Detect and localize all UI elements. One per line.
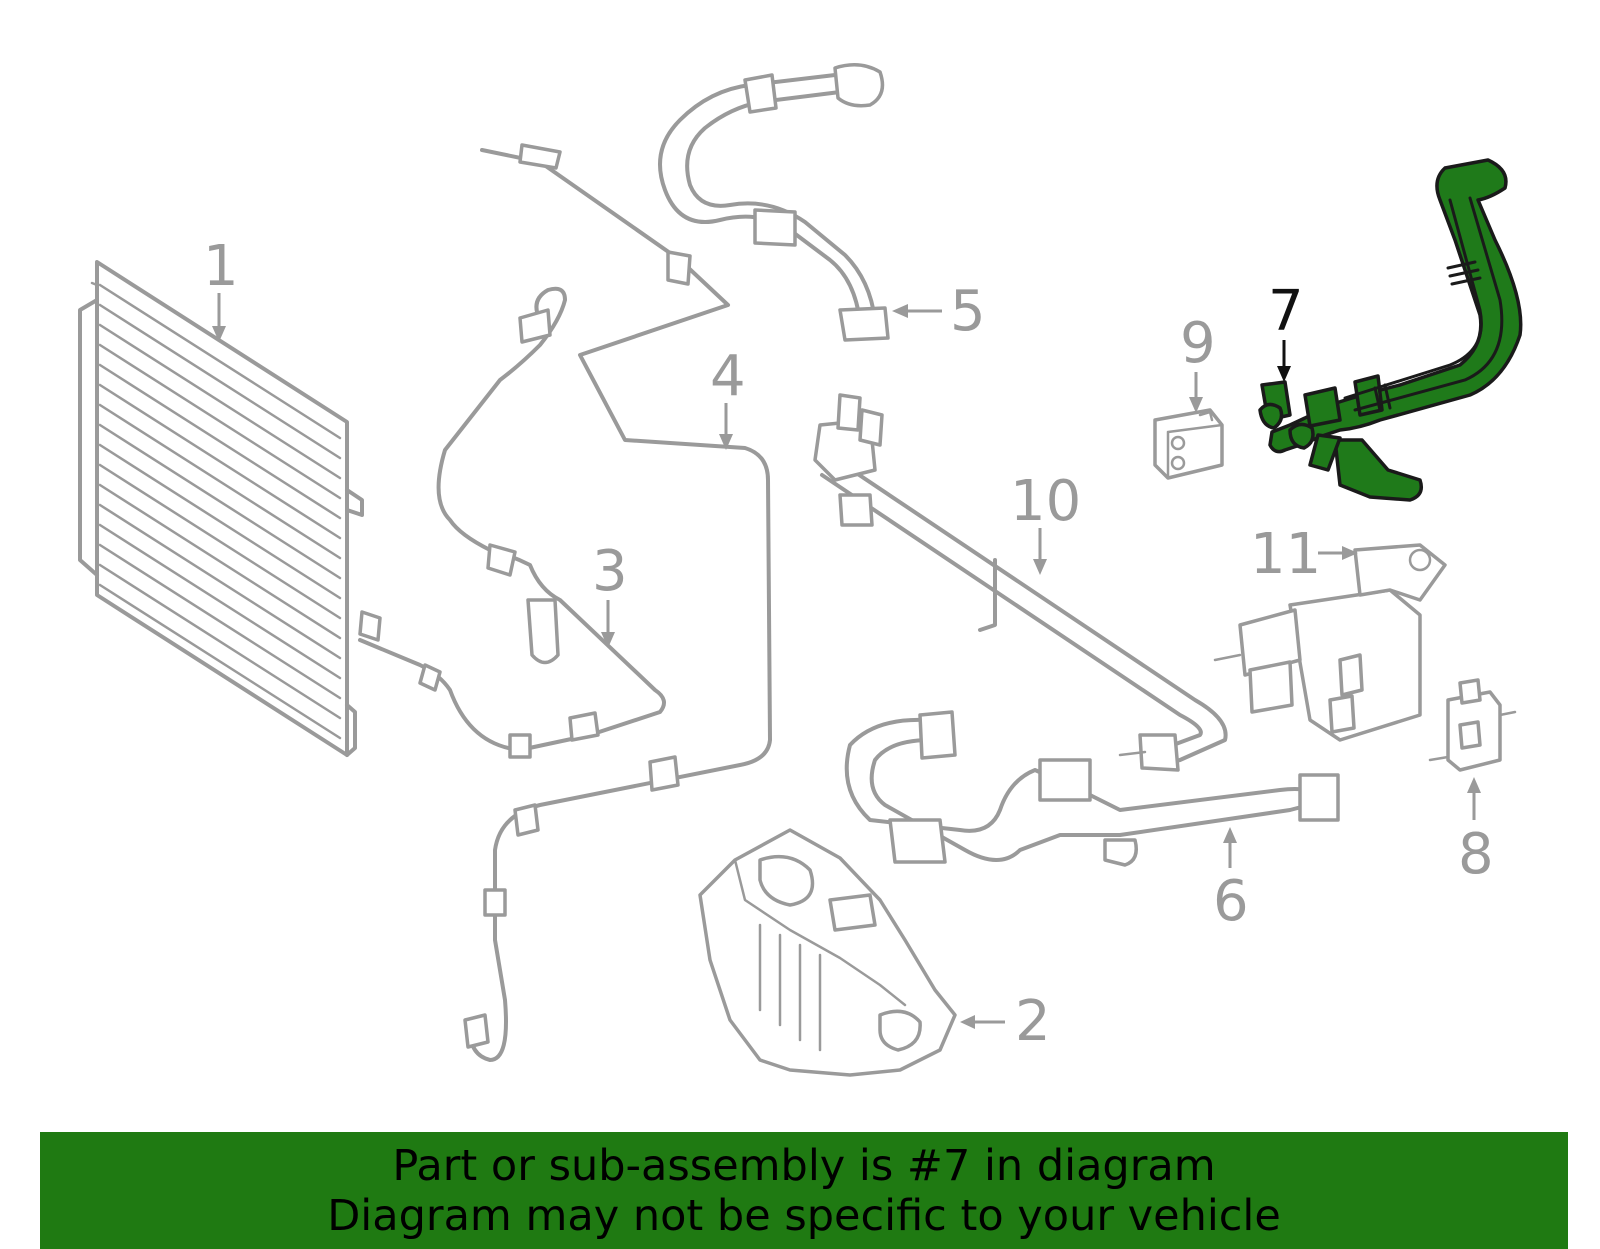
callout-9: 9	[1180, 311, 1216, 413]
callout-10: 10	[1010, 469, 1081, 575]
callout-8: 8	[1458, 777, 1494, 887]
svg-text:7: 7	[1268, 279, 1304, 344]
callout-6: 6	[1213, 827, 1249, 934]
part-3-pipe[interactable]	[358, 286, 666, 759]
callout-3: 3	[592, 539, 628, 648]
callout-4: 4	[710, 344, 746, 450]
svg-text:1: 1	[203, 234, 239, 299]
callout-11: 11	[1250, 522, 1358, 587]
banner-line-1: Part or sub-assembly is #7 in diagram	[392, 1140, 1216, 1191]
svg-text:11: 11	[1250, 522, 1321, 587]
info-banner: Part or sub-assembly is #7 in diagram Di…	[40, 1132, 1568, 1249]
callout-7: 7	[1268, 279, 1304, 382]
part-1-condenser[interactable]	[78, 260, 364, 757]
svg-text:8: 8	[1458, 822, 1494, 887]
svg-text:6: 6	[1213, 869, 1249, 934]
part-7-hose-highlighted[interactable]	[1258, 158, 1523, 502]
part-2-compressor[interactable]	[698, 828, 957, 1077]
part-10-hose[interactable]	[813, 393, 1228, 772]
svg-text:9: 9	[1180, 311, 1216, 376]
part-5-hose[interactable]	[658, 63, 890, 342]
svg-text:10: 10	[1010, 469, 1081, 534]
part-8-valve[interactable]	[1428, 678, 1517, 772]
svg-text:2: 2	[1015, 989, 1051, 1054]
part-6-hose[interactable]	[844, 710, 1340, 867]
svg-text:4: 4	[710, 344, 746, 409]
callout-5: 5	[892, 279, 986, 344]
part-11-valve[interactable]	[1213, 543, 1447, 742]
part-4-pipe[interactable]	[463, 143, 772, 1062]
svg-text:5: 5	[950, 279, 986, 344]
part-9-block[interactable]	[1153, 408, 1224, 480]
callout-1: 1	[203, 234, 239, 342]
callout-2: 2	[960, 989, 1051, 1054]
banner-line-2: Diagram may not be specific to your vehi…	[327, 1190, 1281, 1241]
svg-text:3: 3	[592, 539, 628, 604]
